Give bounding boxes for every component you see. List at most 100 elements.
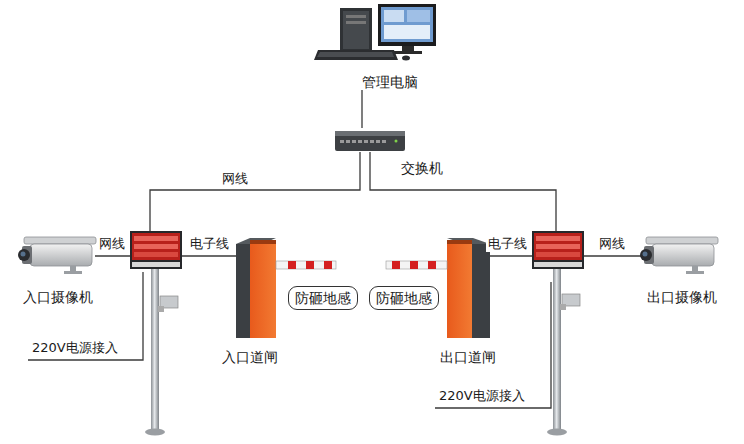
drawing-part xyxy=(250,240,276,244)
drawing-part xyxy=(536,252,580,257)
drawing-part xyxy=(534,262,582,267)
drawing-part xyxy=(30,244,92,266)
wire-label: 电子线 xyxy=(188,236,231,252)
sensor-box: 防砸地感 xyxy=(288,286,358,310)
node-text: 防砸地感 xyxy=(376,290,432,306)
camera-icon xyxy=(640,237,718,274)
drawing-part xyxy=(447,240,472,338)
network-connector xyxy=(361,90,362,128)
drawing-part xyxy=(376,140,380,143)
drawing-part xyxy=(402,56,410,61)
drawing-part xyxy=(395,140,398,143)
drawing-part xyxy=(534,233,582,260)
drawing-part xyxy=(250,240,276,338)
network-wire xyxy=(584,255,642,256)
drawing-part xyxy=(532,231,584,269)
drawing-part xyxy=(24,237,96,244)
power-wire xyxy=(28,272,143,360)
signal-wire xyxy=(182,255,236,256)
drawing-part xyxy=(151,268,159,430)
node-text: 出口摄像机 xyxy=(647,289,717,305)
network-wire xyxy=(95,255,130,256)
node-text: 交换机 xyxy=(401,160,443,176)
drawing-part xyxy=(547,429,567,436)
drawing-part xyxy=(324,261,332,269)
drawing-part xyxy=(317,52,394,57)
drawing-part xyxy=(21,252,26,257)
node-text: 出口道闸 xyxy=(440,349,496,365)
camera-node: 入口摄像机 xyxy=(23,289,93,305)
drawing-part xyxy=(352,140,356,143)
drawing-part xyxy=(646,237,718,244)
drawing-part xyxy=(652,244,714,266)
drawing-part xyxy=(358,140,362,143)
drawing-part xyxy=(18,249,30,261)
camera-icon xyxy=(18,237,96,274)
drawing-part xyxy=(392,261,400,269)
drawing-part xyxy=(288,261,296,269)
drawing-part xyxy=(134,252,178,257)
drawing-part xyxy=(134,244,178,249)
drawing-part xyxy=(335,131,405,136)
drawing-part xyxy=(346,21,366,24)
signal-wire xyxy=(490,255,532,256)
wire-label: 电子线 xyxy=(486,236,529,252)
drawing-part xyxy=(382,140,386,143)
wire-label: 网线 xyxy=(597,236,627,252)
network-wire xyxy=(370,152,556,231)
drawing-part xyxy=(640,249,652,261)
drawing-part xyxy=(340,140,344,143)
drawing-part xyxy=(384,10,404,22)
drawing-part xyxy=(158,306,164,312)
computer-node: 管理电脑 xyxy=(318,0,462,90)
switch-node: 交换机 xyxy=(333,128,443,176)
drawing-part xyxy=(132,233,180,260)
wire-label: 网线 xyxy=(220,171,250,187)
drawing-part xyxy=(340,8,372,52)
switch-icon xyxy=(335,131,405,151)
drawing-part xyxy=(428,261,436,269)
drawing-part xyxy=(447,240,472,244)
drawing-part xyxy=(346,140,350,143)
drawing-part xyxy=(472,244,490,338)
drawing-part xyxy=(346,15,366,18)
node-text: 管理电脑 xyxy=(362,74,418,90)
drawing-part xyxy=(364,140,368,143)
drawing-part xyxy=(536,244,580,249)
drawing-part xyxy=(536,236,580,241)
drawing-part xyxy=(686,271,704,274)
drawing-part xyxy=(314,50,398,60)
drawing-part xyxy=(394,51,422,54)
drawing-part xyxy=(407,10,430,22)
camera-node: 出口摄像机 xyxy=(647,289,717,305)
drawing-part xyxy=(381,7,433,42)
power-label: 220V电源接入 xyxy=(30,340,120,356)
drawing-part xyxy=(145,429,165,436)
drawing-part xyxy=(410,261,418,269)
sensor-box: 防砸地感 xyxy=(369,286,439,310)
drawing-part xyxy=(560,304,566,310)
drawing-part xyxy=(553,268,561,430)
drawing-part xyxy=(276,261,336,269)
drawing-part xyxy=(447,238,490,244)
display-pole xyxy=(130,231,182,436)
drawing-part xyxy=(306,261,314,269)
drawing-part xyxy=(643,252,648,257)
display-pole xyxy=(532,231,584,436)
drawing-part xyxy=(236,238,276,244)
node-text: 入口摄像机 xyxy=(23,289,93,305)
drawing-part xyxy=(343,11,369,49)
drawing-part xyxy=(134,236,178,241)
wires xyxy=(28,152,642,408)
drawing-part xyxy=(64,271,82,274)
drawing-part xyxy=(378,4,436,46)
drawing-part xyxy=(130,231,182,269)
drawing-part xyxy=(386,261,447,269)
network-wire xyxy=(150,152,360,231)
drawing-part xyxy=(236,244,250,338)
gate-node: 入口道闸 xyxy=(222,349,278,365)
drawing-part xyxy=(384,25,430,39)
